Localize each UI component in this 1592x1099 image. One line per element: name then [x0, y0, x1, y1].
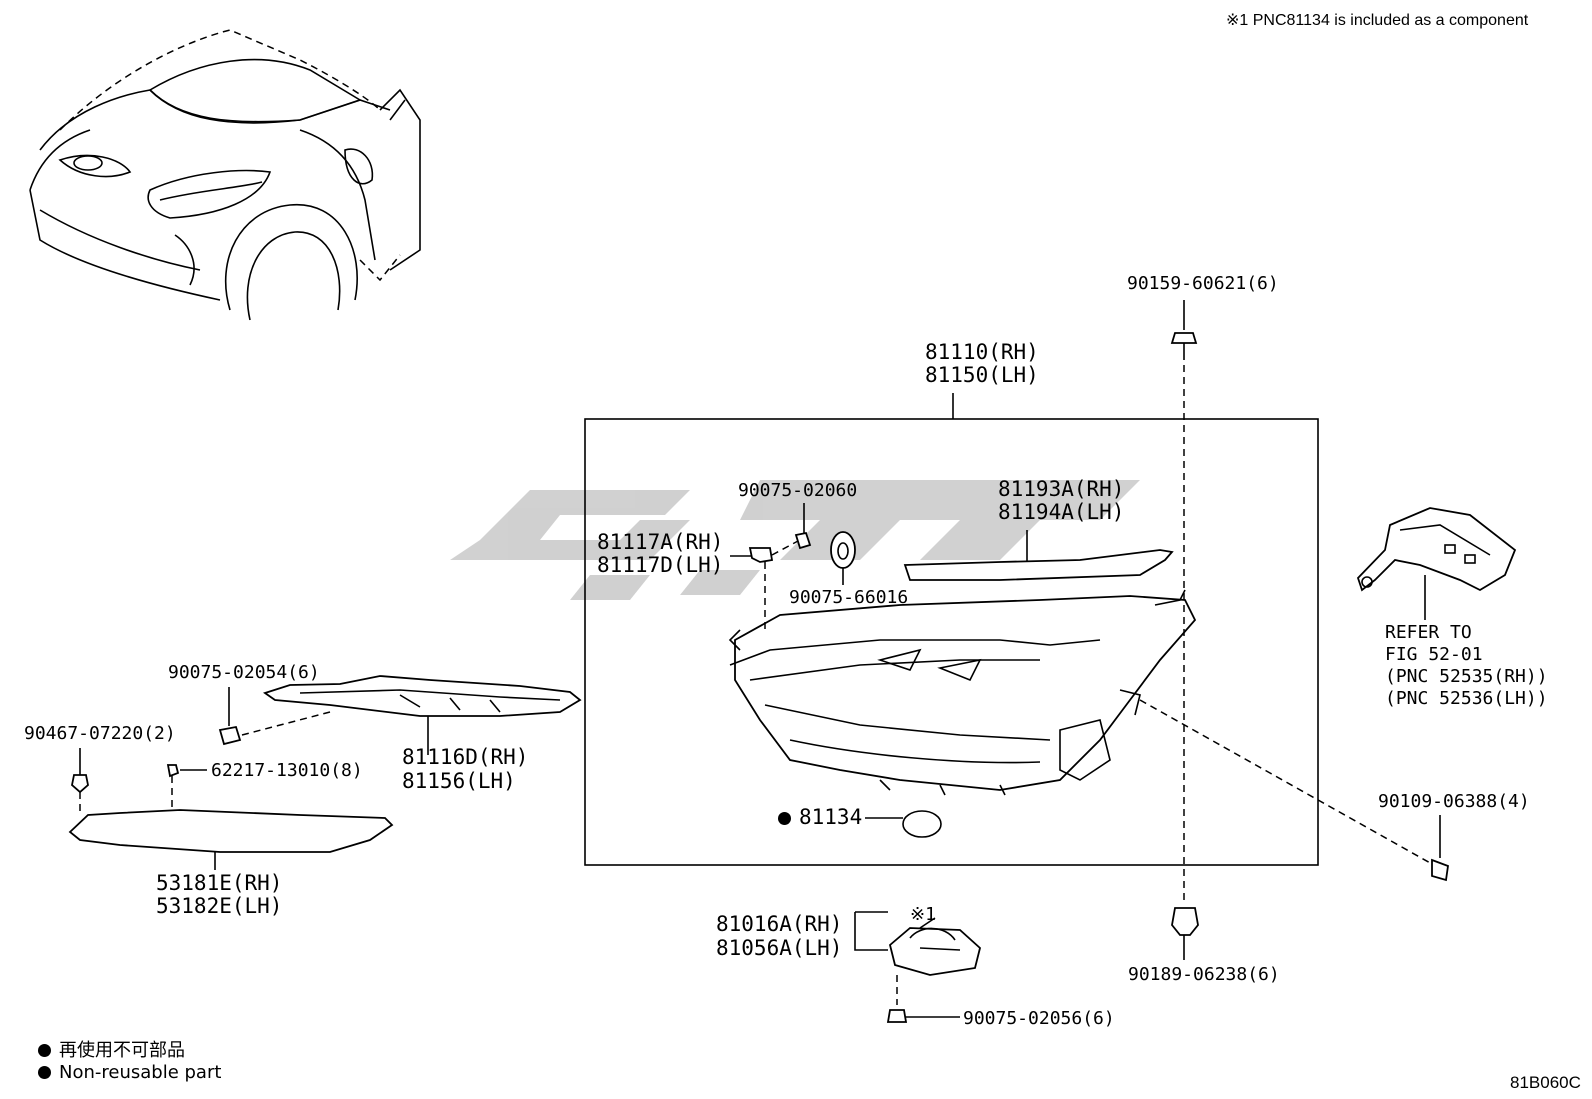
bracket-81117 — [748, 547, 774, 563]
screw-02060 — [794, 531, 812, 550]
label-refer-fig: FIG 52-01 — [1385, 644, 1483, 665]
label-refer-pnc-rh: (PNC 52535(RH)) — [1385, 666, 1548, 687]
cover-53181 — [68, 809, 394, 870]
vehicle-sketch — [29, 29, 421, 321]
clip-62217 — [166, 764, 207, 810]
legend-dot-en — [38, 1066, 51, 1079]
legend-en: Non-reusable part — [38, 1062, 221, 1083]
clip-90189 — [1171, 907, 1199, 960]
assembly-box — [584, 418, 1319, 866]
headlamp-unit — [728, 589, 1197, 796]
mount-bracket-52535 — [1356, 507, 1517, 620]
label-81193: 81193A(RH) — [998, 477, 1125, 501]
cover-81116 — [262, 675, 582, 755]
label-81110: 81110(RH) — [925, 340, 1039, 364]
legend-jp: 再使用不可部品 — [38, 1036, 185, 1062]
label-90159: 90159-60621(6) — [1127, 273, 1279, 294]
bolt-90109 — [1139, 699, 1449, 882]
label-90075-66016: 90075-66016 — [789, 587, 909, 608]
gasket-81134 — [902, 810, 942, 838]
label-refer-to: REFER TO — [1385, 622, 1472, 643]
label-81150: 81150(LH) — [925, 363, 1039, 387]
legend-jp-text: 再使用不可部品 — [59, 1040, 185, 1061]
label-90467: 90467-07220(2) — [24, 723, 176, 744]
figure-code: 81B060C — [1510, 1073, 1581, 1092]
label-mark-1: ※1 — [910, 904, 936, 925]
control-module-81016 — [854, 911, 982, 976]
label-90109: 90109-06388(4) — [1378, 791, 1530, 812]
label-90189: 90189-06238(6) — [1128, 964, 1280, 985]
label-81156: 81156(LH) — [402, 769, 516, 793]
legend-dot-jp — [38, 1044, 51, 1057]
non-reusable-marker — [778, 812, 791, 825]
label-81116: 81116D(RH) — [402, 745, 529, 769]
label-53182: 53182E(LH) — [156, 894, 283, 918]
component-note: ※1 PNC81134 is included as a component — [1226, 12, 1529, 29]
screw-02056 — [886, 975, 960, 1023]
label-53181: 53181E(RH) — [156, 871, 283, 895]
label-81194: 81194A(LH) — [998, 500, 1125, 524]
label-62217: 62217-13010(8) — [211, 760, 363, 781]
label-81117d: 81117D(LH) — [597, 553, 724, 577]
bolt-02054 — [218, 687, 331, 746]
label-81134-text: 81134 — [799, 805, 863, 829]
legend-en-text: Non-reusable part — [59, 1062, 222, 1083]
label-81056: 81056A(LH) — [716, 936, 843, 960]
label-81134: 81134 — [778, 806, 862, 829]
bolt-90159 — [1170, 300, 1198, 360]
label-90075-02060: 90075-02060 — [738, 480, 858, 501]
label-81117a: 81117A(RH) — [597, 530, 724, 554]
label-90075-02056: 90075-02056(6) — [963, 1008, 1115, 1029]
label-81016: 81016A(RH) — [716, 912, 843, 936]
label-90075-02054: 90075-02054(6) — [168, 662, 320, 683]
trim-strip — [903, 549, 1174, 581]
label-refer-pnc-lh: (PNC 52536(LH)) — [1385, 688, 1548, 709]
grommet-66016 — [830, 531, 856, 585]
clip-90467 — [71, 748, 89, 815]
